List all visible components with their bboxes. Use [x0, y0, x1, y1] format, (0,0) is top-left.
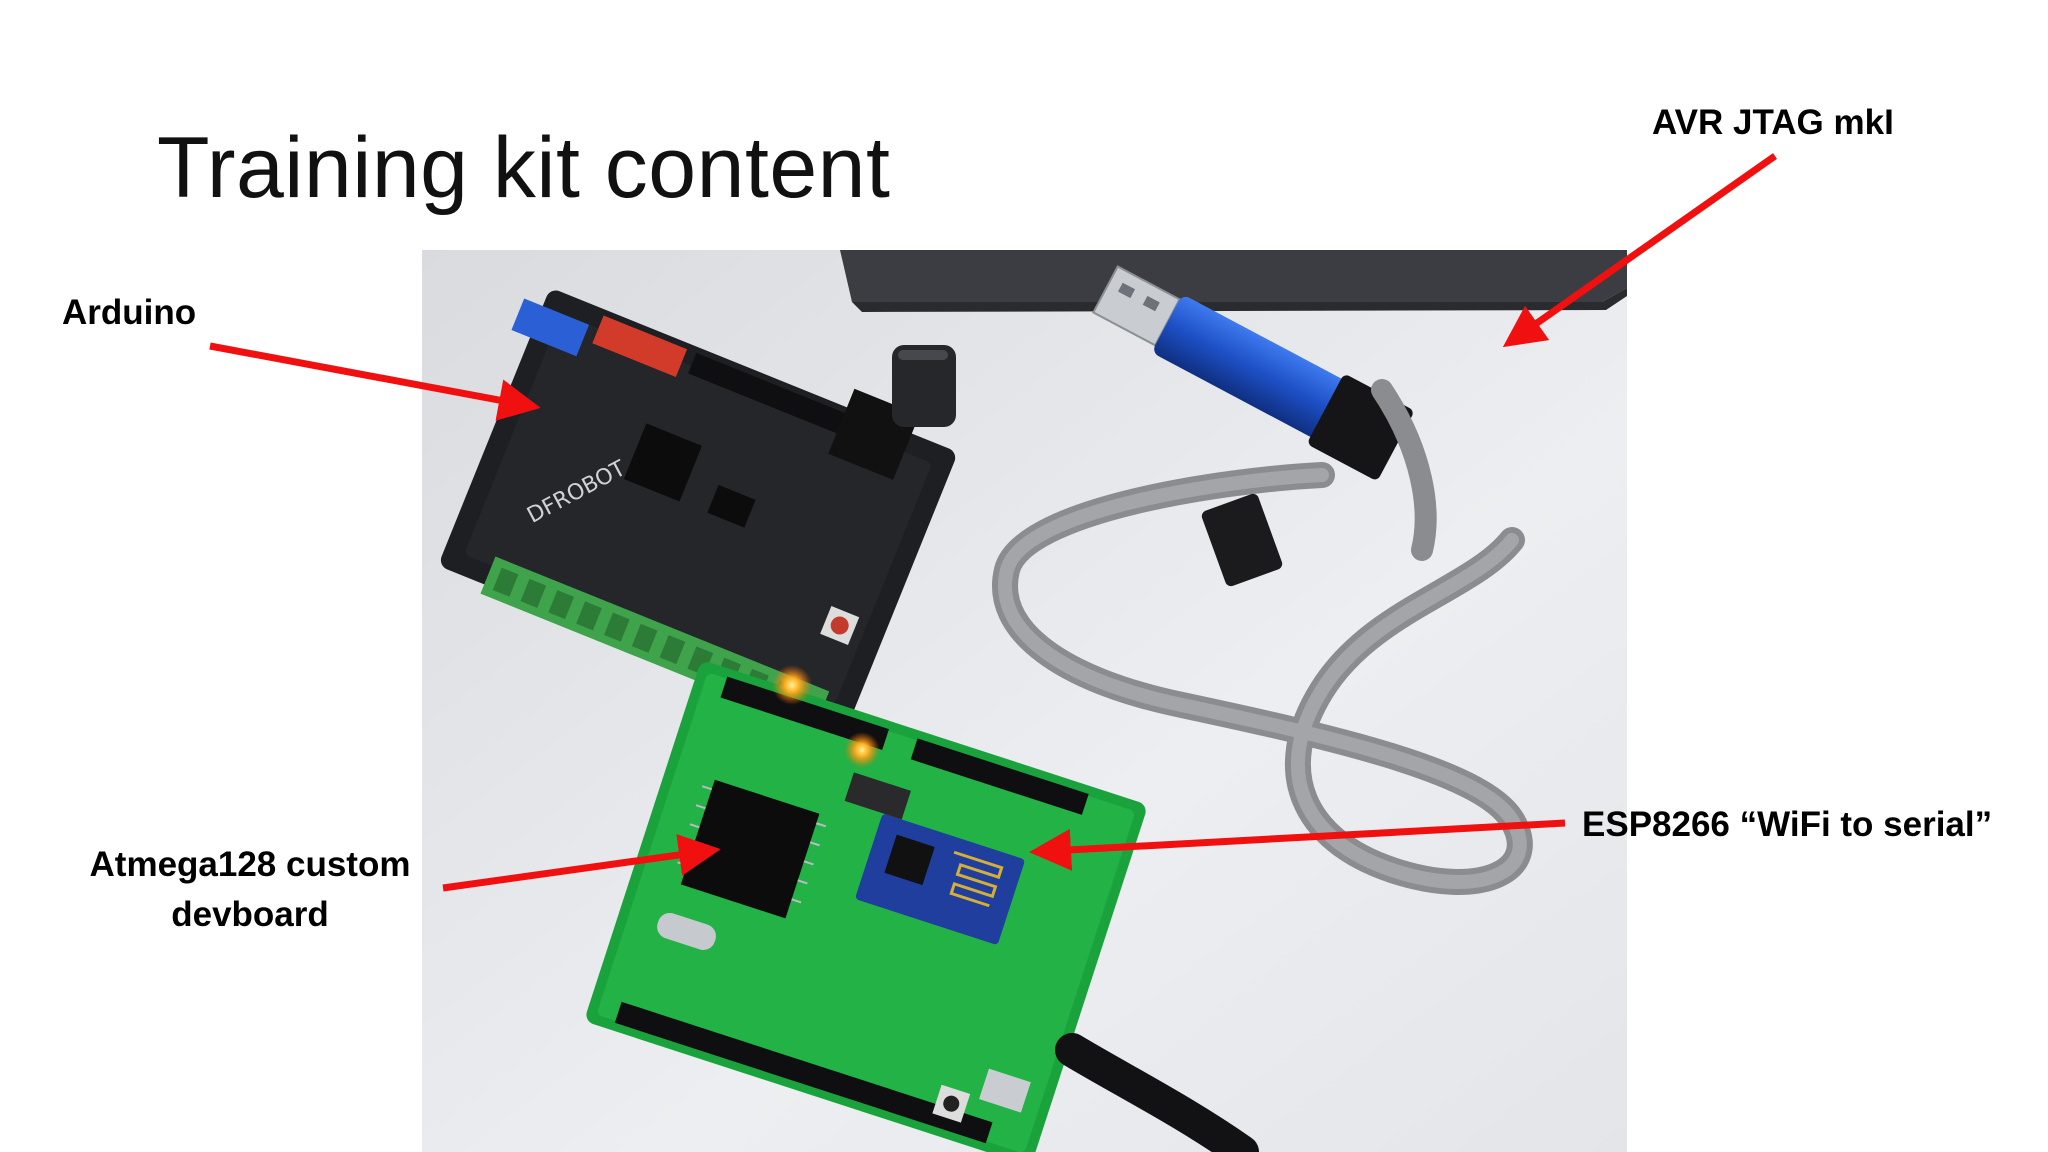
led-1: [772, 665, 812, 705]
atmega-devboard: [586, 662, 1146, 1152]
label-atmega-line1: Atmega128 custom: [89, 845, 411, 884]
kit-photo: DFROBOT: [422, 250, 1627, 1152]
label-arduino: Arduino: [62, 293, 197, 332]
label-atmega-devboard: Atmega128 custom devboard: [80, 840, 420, 940]
led-2: [844, 732, 880, 768]
slide-title: Training kit content: [157, 120, 891, 216]
label-esp8266: ESP8266 “WiFi to serial”: [1582, 805, 1993, 844]
laptop-edge: [840, 250, 1627, 312]
usb-cap: [892, 345, 956, 427]
usb-cable: [1055, 1033, 1259, 1152]
ribbon-cable: [992, 379, 1533, 895]
ribbon-connector: [1201, 493, 1283, 587]
label-avr-jtag: AVR JTAG mkI: [1652, 103, 1894, 142]
label-atmega-line2: devboard: [171, 895, 329, 934]
